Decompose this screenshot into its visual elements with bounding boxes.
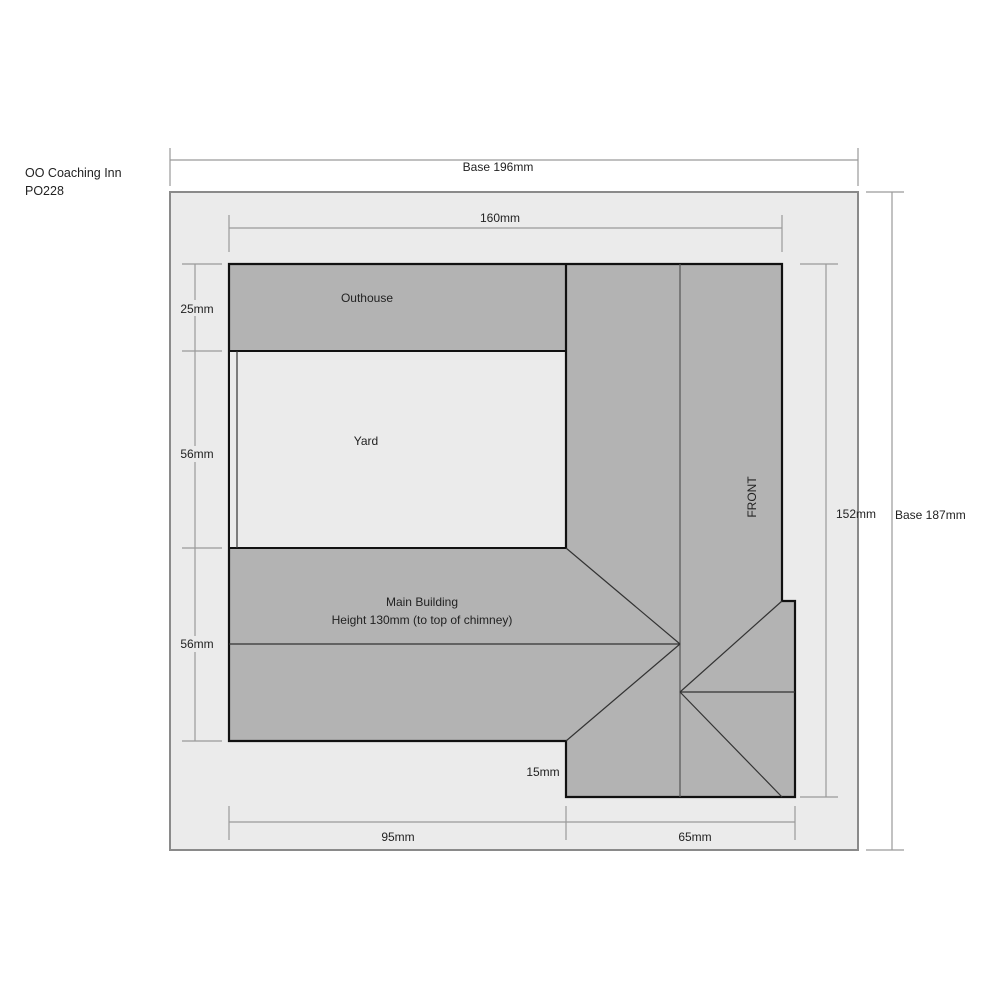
front-label: FRONT [745,476,759,518]
main-depth-label: 56mm [180,637,213,651]
base-depth-label: Base 187mm [895,508,966,522]
label-backdrop [176,446,218,462]
base-width-dimension [169,148,859,186]
label-backdrop [176,636,218,652]
base-width-label: Base 196mm [463,160,534,174]
wing-width-label: 65mm [678,830,711,844]
roof-lines [229,264,795,798]
main-width-label: 95mm [381,830,414,844]
yard-depth-label: 56mm [180,447,213,461]
left-dimensions [182,263,222,742]
overall-width-label: 160mm [480,211,520,225]
yard [228,350,567,549]
base-depth-dimension [866,191,904,851]
yard-label: Yard [354,434,378,448]
main-height-label: Height 130mm (to top of chimney) [332,613,513,627]
model-code: PO228 [25,184,64,198]
main-building-label: Main Building [386,595,458,609]
overall-depth-dimension [800,263,838,798]
outhouse-label: Outhouse [341,291,393,305]
outhouse-depth-label: 25mm [180,302,213,316]
step-label: 15mm [526,765,559,779]
label-backdrop [176,300,218,316]
bottom-dimensions [228,806,796,840]
model-name: OO Coaching Inn [25,166,122,180]
overall-depth-label: 152mm [836,507,876,521]
overall-width-dimension [228,215,783,252]
